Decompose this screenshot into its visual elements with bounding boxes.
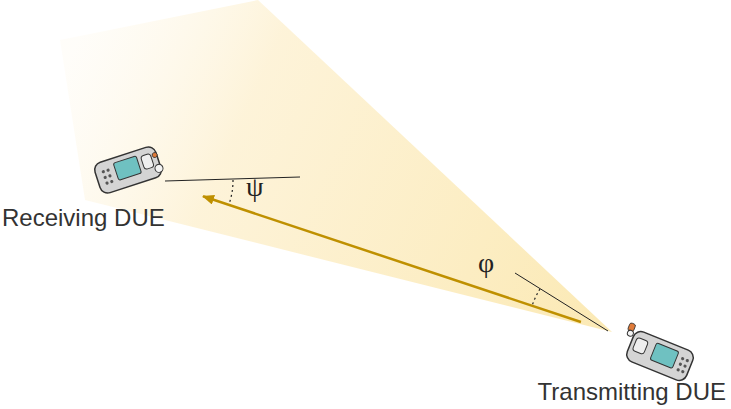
beam-cone	[60, 0, 612, 332]
device-node: Transmitting DUE	[512, 322, 726, 409]
angle-symbol: φ	[478, 248, 494, 279]
signal-arrow	[203, 196, 581, 322]
phone-icon	[617, 322, 697, 382]
reference-line	[515, 273, 608, 331]
device-label: Receiving DUE	[2, 204, 203, 232]
device-node: Receiving DUE	[2, 140, 203, 238]
angle-symbol: ψ	[246, 172, 264, 203]
angle-arc	[229, 180, 233, 204]
device-label: Transmitting DUE	[512, 378, 726, 406]
angle-arc	[532, 289, 540, 306]
phone-icon	[93, 144, 166, 195]
